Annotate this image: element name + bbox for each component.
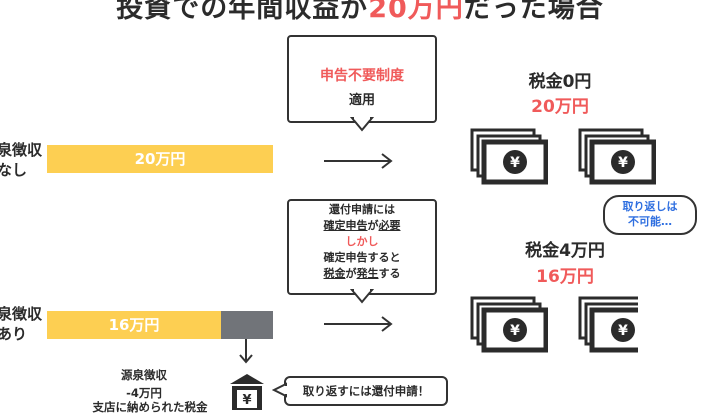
right-arrow-icon [324, 153, 393, 169]
svg-text:¥: ¥ [618, 323, 628, 339]
title-prefix: 投資での年間収益が [116, 0, 369, 24]
tax-office-building-icon: ¥ [230, 374, 264, 410]
result1-amount: 20万円 [531, 97, 589, 117]
bubble2-line3: しかし [345, 235, 379, 248]
bubble2-line2c: 必要 [378, 219, 401, 232]
bubble2-line5c: 発生 [356, 267, 379, 280]
row2-label-line2: あり [0, 325, 28, 343]
title-suffix: だった場合 [463, 0, 604, 24]
bubble1-tail [350, 116, 374, 132]
speech-bubble-refund-filing: 還付申請には 確定申告が必要 しかし 確定申告すると 税金が発生する [287, 199, 437, 295]
withholding-note: 源泉徴収 -4万円 [84, 366, 204, 402]
result2-amount: 16万円 [536, 267, 594, 287]
bubble2-line4: 確定申告すると [323, 251, 401, 264]
refund-bubble-tail [272, 382, 288, 398]
result1-tax: 税金0円 [528, 72, 592, 92]
note-bubble-line2: 不可能… [628, 215, 672, 228]
row2-bar-net: 16万円 [47, 311, 221, 339]
page-title: 投資での年間収益が20万円だった場合 [0, 0, 720, 25]
bubble2-line2a: 確定申告 [323, 219, 368, 232]
row1-label-line1: 泉徴収 [0, 141, 43, 159]
right-arrow-icon [324, 316, 393, 332]
down-arrow-icon [239, 339, 253, 364]
bubble2-line5b: が [345, 267, 357, 280]
row1-label-line2: なし [0, 161, 28, 179]
row1-label: 泉徴収 なし [0, 140, 42, 180]
withholding-line3: 支店に納められた税金 [92, 400, 208, 414]
title-highlight: 20万円 [368, 0, 464, 24]
bubble2-line2b: が [367, 219, 379, 232]
banknote-stack-icon-partial: ¥ [578, 296, 638, 353]
svg-text:¥: ¥ [618, 155, 628, 171]
row1-bar-label: 20万円 [134, 150, 186, 168]
svg-text:¥: ¥ [510, 155, 520, 171]
row2-bar-withheld [221, 311, 273, 339]
speech-bubble-no-filing: 申告不要制度 適用 [287, 35, 437, 123]
row2-bar-label: 16万円 [108, 316, 160, 334]
bubble1-line1: 申告不要制度 [320, 68, 404, 84]
banknote-stack-icon: ¥ [470, 128, 548, 185]
row1-bar: 20万円 [47, 145, 273, 173]
note-bubble-line1: 取り返しは [622, 200, 678, 213]
svg-text:¥: ¥ [242, 393, 251, 408]
bubble2-line5d: する [378, 267, 401, 280]
banknote-stack-icon: ¥ [578, 128, 656, 185]
withholding-line2: -4万円 [126, 386, 162, 400]
bubble2-line1: 還付申請には [329, 203, 395, 216]
result2-tax: 税金4万円 [525, 241, 605, 261]
banknote-stack-icon: ¥ [470, 296, 548, 353]
refund-bubble: 取り返すには還付申請！ [284, 376, 448, 406]
note-bubble: 取り返しは 不可能… [603, 195, 697, 235]
bubble2-tail [350, 288, 374, 304]
svg-text:¥: ¥ [510, 323, 520, 339]
row2-label: 泉徴収 あり [0, 304, 42, 344]
bubble1-line2: 適用 [348, 93, 375, 108]
row2-label-line1: 泉徴収 [0, 305, 43, 323]
bubble2-line5a: 税金 [323, 267, 346, 280]
withholding-line1: 源泉徴収 [121, 368, 167, 382]
